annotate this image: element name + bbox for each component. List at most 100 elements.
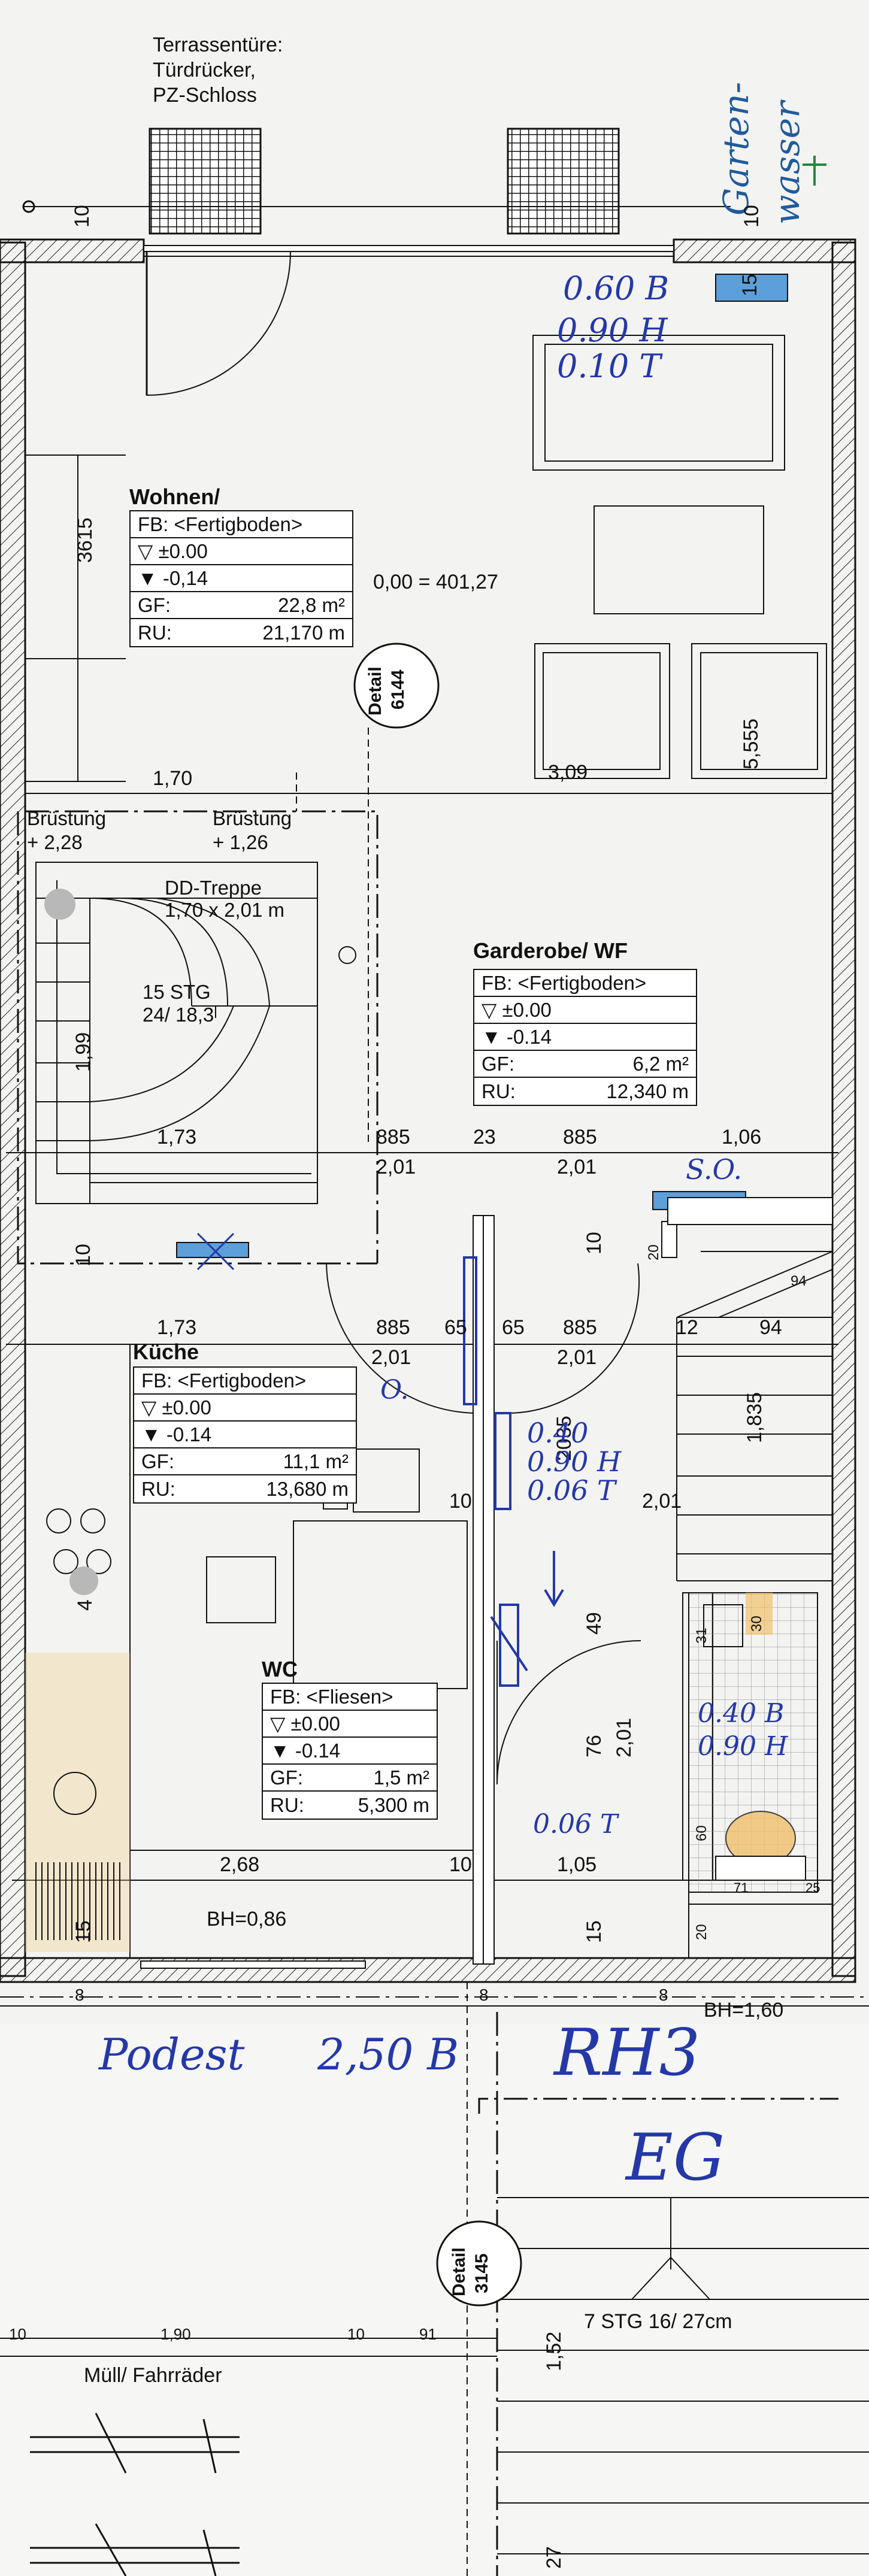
dim-885-d: 885: [563, 1316, 597, 1339]
wall-top-left: [0, 238, 145, 263]
room-wohnen-ru: 21,170 m: [262, 621, 345, 644]
note-podest: Podest: [99, 2029, 245, 2080]
room-garderobe-level2: -0.14: [506, 1025, 552, 1048]
detail-bubble-bottom: [436, 2220, 522, 2307]
room-garderobe-gf: 6,2 m²: [632, 1052, 689, 1075]
coffee-table: [594, 505, 764, 614]
room-garderobe-box: FB: <Fertigboden> ▽ ±0.00 ▼ -0.14 GF:6,2…: [473, 969, 697, 1106]
note-podest-dim: 2,50 B: [317, 2029, 459, 2080]
note-window-wc-w: 0.40 B: [698, 1698, 785, 1729]
dim-10-f: 10: [449, 1853, 472, 1876]
note-house-rh3: RH3: [554, 2016, 701, 2090]
dim-49: 49: [583, 1612, 605, 1635]
note-gartenwasser-2: wasser: [767, 101, 807, 225]
dim-885-a: 885: [376, 1126, 410, 1148]
detail-bottom-number: 3145: [472, 2253, 492, 2293]
stairs-top-ratio: 24/ 18,3: [143, 1004, 214, 1026]
room-kueche-gf: 11,1 m²: [283, 1450, 349, 1472]
dim-15-kitchen: 15: [72, 1920, 95, 1943]
door-note-line2: Türdrücker,: [153, 59, 256, 81]
dim-27: 27: [543, 2546, 565, 2569]
dim-10-stair: 10: [72, 1244, 95, 1266]
dim-1835: 1,835: [743, 1392, 766, 1443]
room-wc-ru-label: RU:: [270, 1793, 304, 1816]
label-muell: Müll/ Fahrräder: [84, 2364, 222, 2387]
dim-199: 1,99: [72, 1032, 95, 1072]
dim-201-e: 2,01: [642, 1490, 682, 1513]
detail-top-label: Detail: [365, 666, 385, 716]
dim-94-b: 94: [759, 1316, 782, 1339]
room-wc-name: WC: [262, 1657, 298, 1681]
room-wohnen-gf: 22,8 m²: [278, 593, 345, 616]
bicycles: [30, 2413, 240, 2576]
wall-left: [0, 241, 26, 1977]
dim-8-b: 8: [479, 1986, 489, 2004]
room-garderobe-gf-label: GF:: [482, 1052, 514, 1075]
dim-201-a: 2,01: [376, 1156, 416, 1178]
bh-left: BH=0,86: [207, 1908, 287, 1931]
dim-106: 1,06: [722, 1126, 762, 1148]
room-wohnen-level2: -0,14: [162, 566, 208, 589]
level-up-icon: ▽: [141, 1396, 162, 1419]
bh-right: BH=1,60: [704, 1999, 784, 2022]
dim-201-f: 2,01: [613, 1717, 635, 1757]
dim-170: 1,70: [153, 767, 193, 790]
wall-right: [831, 241, 856, 1977]
dim-23: 23: [473, 1126, 496, 1148]
dim-309: 3,09: [548, 761, 588, 784]
door-note-title: Terrassentüre:: [153, 34, 283, 56]
dim-8-a: 8: [75, 1986, 84, 2004]
room-wc-level1: ±0.00: [290, 1713, 340, 1735]
note-o: O.: [380, 1375, 409, 1405]
dim-885-c: 885: [376, 1316, 410, 1339]
detail-top-number: 6144: [388, 669, 408, 710]
room-kueche-name: Küche: [133, 1339, 199, 1364]
stairs-bottom-label: 7 STG 16/ 27cm: [584, 2310, 732, 2333]
dim-173-bottom: 1,73: [157, 1316, 197, 1339]
level-down-icon: ▼: [270, 1739, 295, 1762]
dim-190: 1,90: [161, 2325, 191, 2343]
dd-treppe: DD-Treppe: [165, 877, 262, 899]
elevation-label: 0,00 = 401,27: [373, 571, 498, 593]
note-window-top-h: 0.90 H: [557, 311, 668, 349]
dim-top-10: 10: [71, 205, 93, 228]
note-window-wc-h: 0.90 H: [698, 1731, 788, 1762]
dd-treppe-dim: 1,70 x 2,01 m: [165, 899, 284, 921]
window-marker-top: [715, 274, 788, 302]
room-wohnen-gf-label: GF:: [138, 593, 171, 616]
level-down-icon: ▼: [141, 1423, 166, 1445]
room-wc-gf: 1,5 m²: [373, 1766, 429, 1789]
dim-10-h: 10: [347, 2325, 365, 2343]
bruestung-left: Brüstung: [27, 807, 107, 829]
room-garderobe-ru-label: RU:: [482, 1080, 516, 1102]
dim-31: 31: [694, 1628, 710, 1644]
note-window-top-w: 0.60 B: [563, 269, 670, 307]
dim-5555: 5,555: [740, 718, 762, 769]
bruestung-left-val: + 2,28: [27, 831, 83, 853]
terrace-grate-right: [507, 128, 620, 235]
room-wohnen-box: FB: <Fertigboden> ▽ ±0.00 ▼ -0,14 GF:22,…: [129, 510, 353, 647]
room-wc-fb: FB: <Fliesen>: [270, 1685, 393, 1708]
terrace-grate-left: [149, 128, 262, 235]
dim-152: 1,52: [543, 2331, 565, 2371]
dim-10-kitchen: 10: [449, 1490, 472, 1513]
dim-105: 1,05: [557, 1853, 597, 1876]
room-kueche-box: FB: <Fertigboden> ▽ ±0.00 ▼ -0.14 GF:11,…: [133, 1366, 357, 1504]
note-gartenwasser-1: Garten-: [716, 81, 756, 216]
room-kueche-level1: ±0.00: [162, 1396, 211, 1419]
armchair-left: [534, 643, 670, 779]
room-kueche-fb: FB: <Fertigboden>: [141, 1369, 307, 1392]
dim-885-b: 885: [563, 1126, 597, 1148]
dim-201-d: 2,01: [557, 1346, 597, 1369]
dim-25: 25: [806, 1880, 820, 1895]
room-kueche-ru-label: RU:: [141, 1477, 175, 1500]
dim-76: 76: [583, 1735, 605, 1757]
dim-10-g: 10: [9, 2325, 26, 2343]
level-up-icon: ▽: [138, 540, 159, 562]
note-window-top-t: 0.10 T: [557, 347, 661, 385]
dim-30: 30: [749, 1616, 765, 1632]
dim-60: 60: [694, 1825, 710, 1841]
dim-top-15: 15: [738, 274, 761, 296]
dim-10-mid: 10: [583, 1232, 605, 1254]
room-wohnen-fb: FB: <Fertigboden>: [138, 513, 303, 535]
